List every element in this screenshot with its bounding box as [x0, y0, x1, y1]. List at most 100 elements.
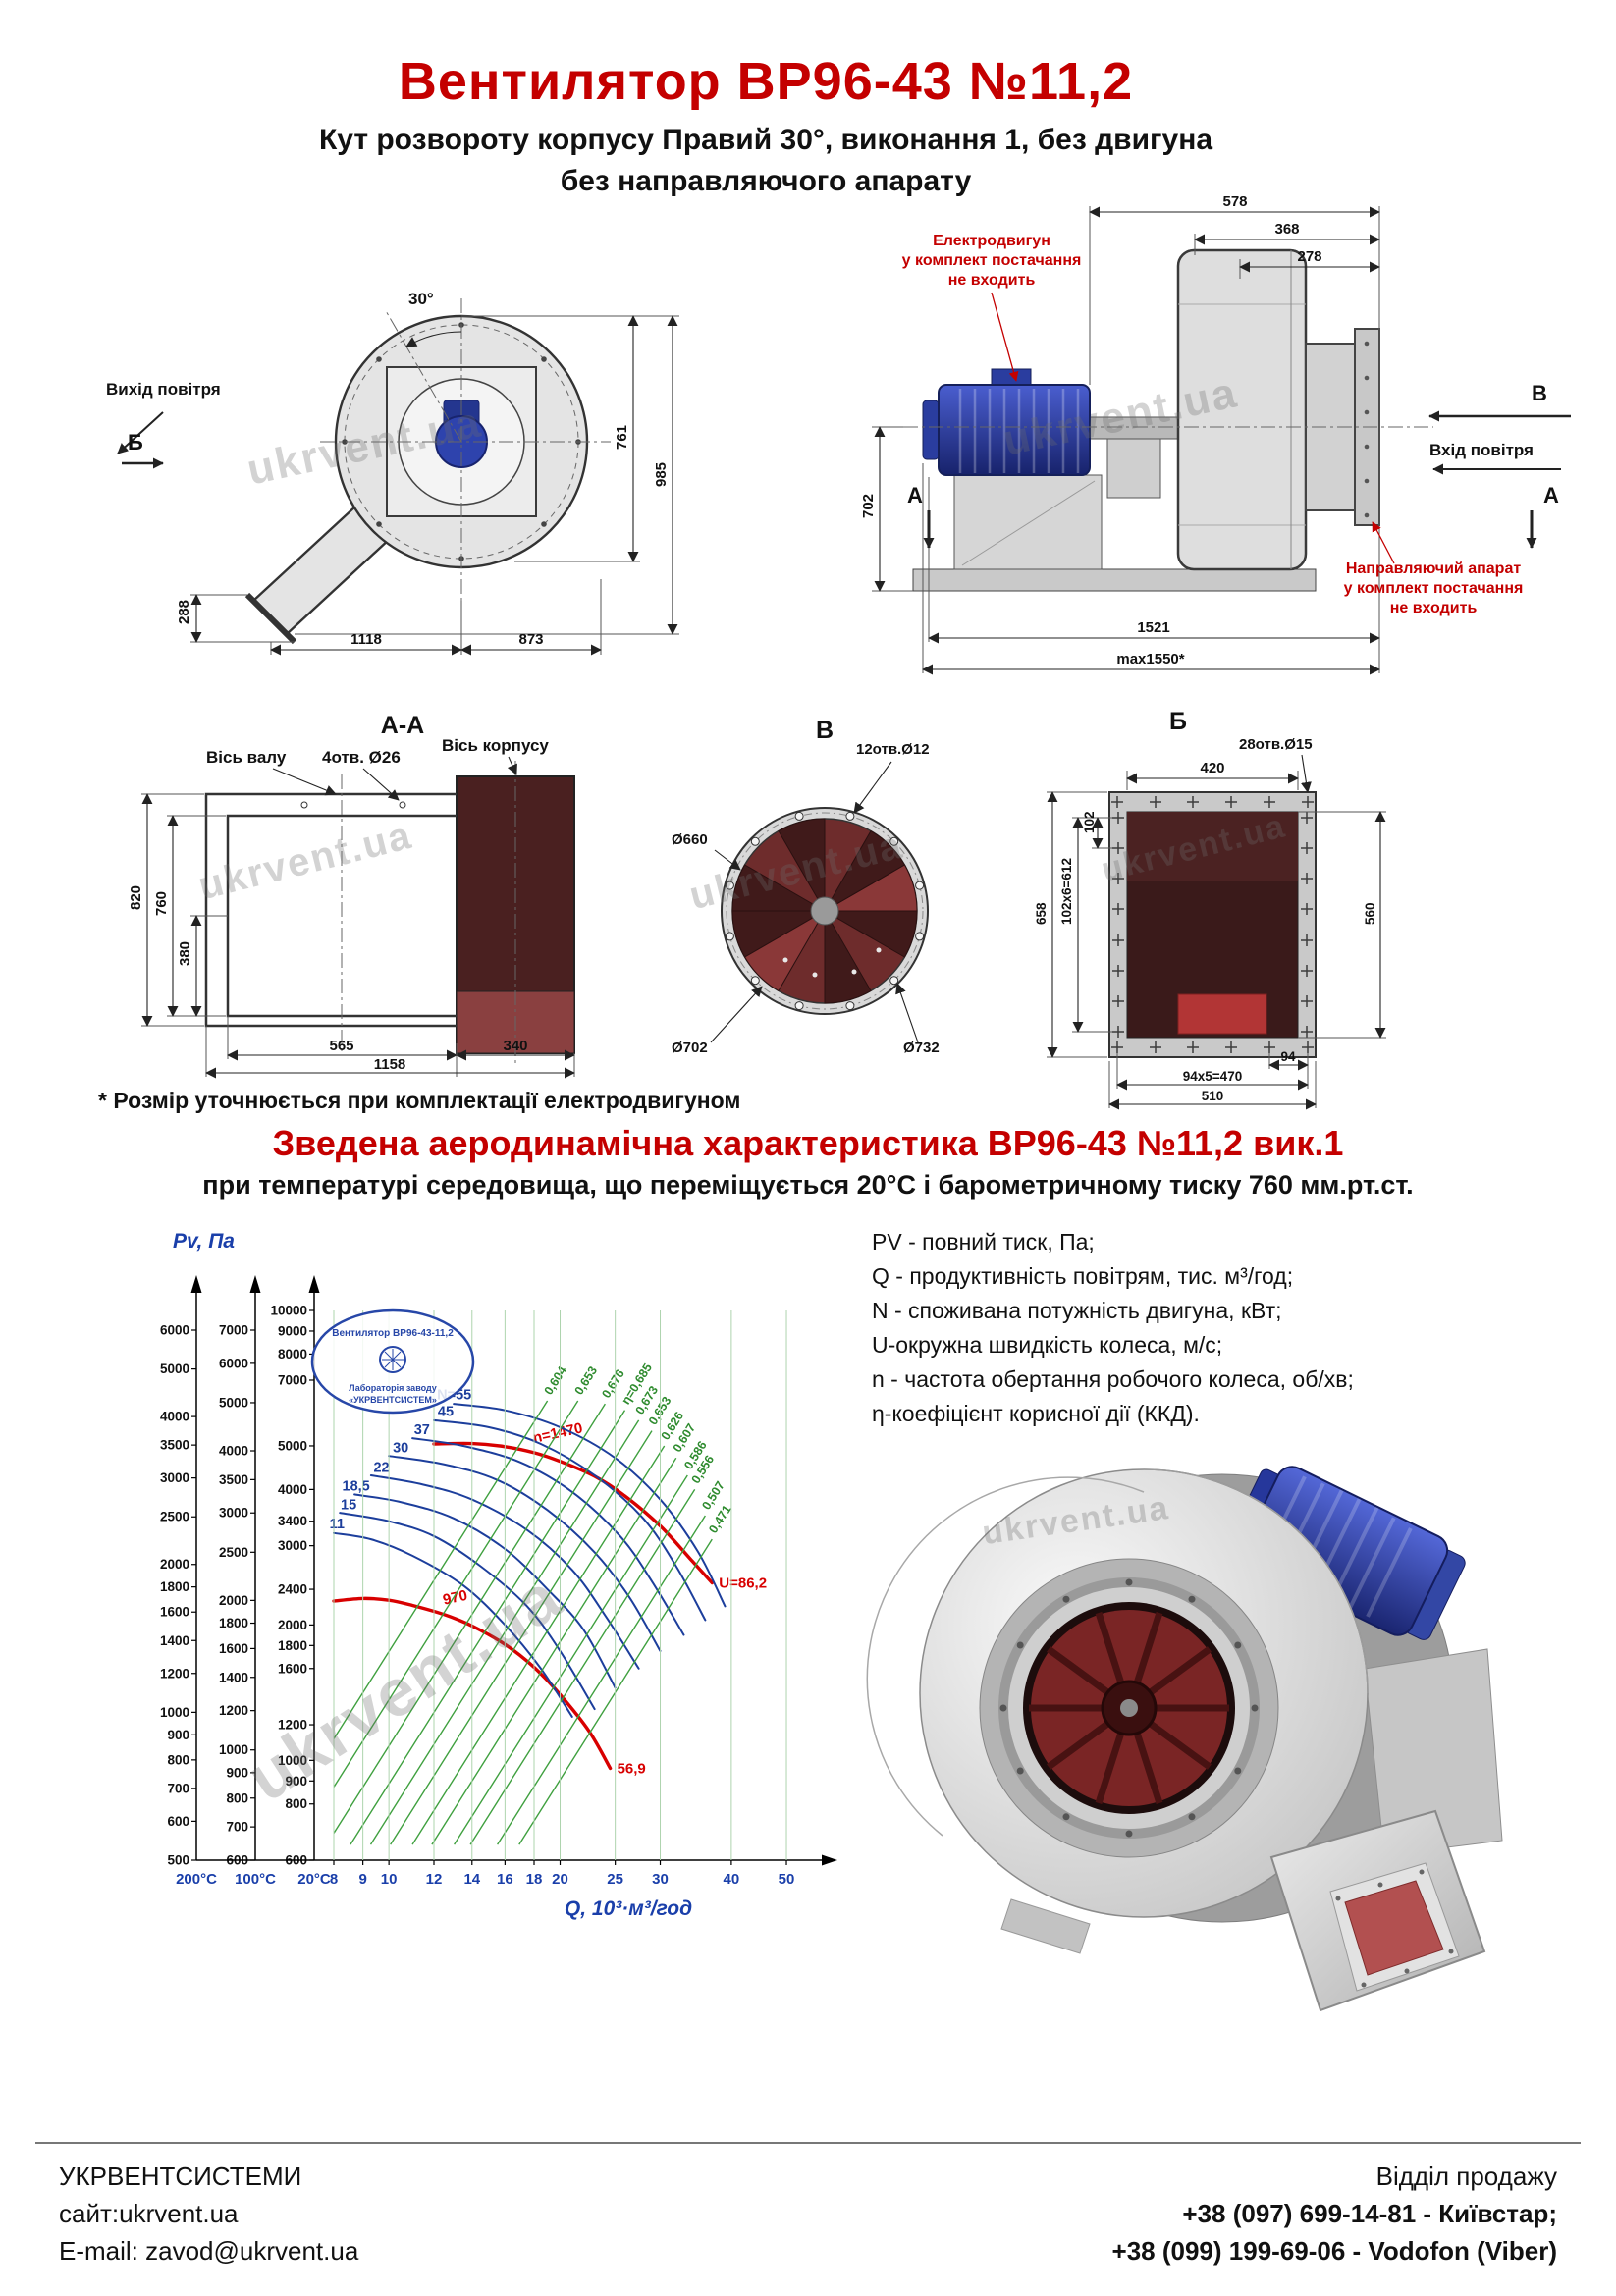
dim-612: 102х6=612 [1059, 858, 1074, 925]
y-tick-label: 6000 [219, 1356, 248, 1370]
x-tick-label: 20 [552, 1871, 568, 1888]
frame-section [204, 792, 457, 1028]
efficiency-line [454, 1474, 688, 1845]
dim-1521: 1521 [1137, 619, 1169, 636]
x-tick-label: 40 [724, 1871, 740, 1888]
dim-94: 94 [1280, 1049, 1296, 1064]
bolt-cross-marks [1111, 796, 1314, 1053]
power-curve-label: 30 [393, 1440, 408, 1456]
y-tick-label: 3000 [160, 1470, 189, 1485]
sales-label: Відділ продажу [1375, 2162, 1557, 2191]
dim-565: 565 [329, 1038, 353, 1054]
section-b-mark: Б [128, 430, 143, 454]
x-tick-label: 30 [652, 1871, 669, 1888]
dimensions: 820 760 380 565 340 1158 [128, 793, 575, 1079]
stamp-line-1: Вентилятор ВР96-43-11,2 [332, 1328, 454, 1339]
section-aa-title: А-А [381, 712, 424, 739]
y-tick-label: 1600 [278, 1661, 307, 1676]
bolt-circle [726, 812, 924, 1010]
y-tick-label: 500 [167, 1853, 189, 1868]
drawing-view-v: В [672, 717, 940, 1056]
y-tick-label: 1200 [278, 1718, 307, 1733]
angle-arc [405, 331, 462, 347]
dimensions: 578 368 278 702 1521 max1550* [860, 193, 1380, 675]
y-axis-temp-label: 200°С [176, 1871, 217, 1888]
section-geometry [204, 761, 575, 1065]
dim-340: 340 [503, 1038, 527, 1054]
y-tick-label: 900 [285, 1774, 307, 1789]
y-tick-label: 1800 [278, 1638, 307, 1653]
dia-702-label: Ø702 [672, 1040, 708, 1056]
dim-max1550: max1550* [1116, 651, 1184, 667]
dim-380: 380 [177, 941, 193, 966]
efficiency-label: 0,653 [572, 1364, 601, 1398]
power-curve-label: 22 [373, 1461, 389, 1476]
y-tick-label: 5000 [219, 1395, 248, 1410]
efficiency-line [350, 1410, 626, 1845]
shaft-axis-label: Вісь валу [206, 748, 287, 767]
dim-702: 702 [860, 494, 877, 518]
y-tick-label: 700 [226, 1820, 248, 1835]
dim-420: 420 [1200, 760, 1224, 776]
support-bracket [1364, 1648, 1503, 1856]
y-tick-label: 4000 [160, 1410, 189, 1424]
rivet-dots [782, 947, 882, 978]
x-tick-label: 16 [497, 1871, 513, 1888]
svg-text:у комплект постачання: у комплект постачання [902, 252, 1082, 269]
y-tick-label: 2000 [278, 1618, 307, 1632]
x-tick-label: 12 [426, 1871, 443, 1888]
dim-288: 288 [176, 600, 192, 624]
dim-278: 278 [1297, 248, 1321, 265]
y-tick-label: 1200 [160, 1666, 189, 1681]
holes-label: 12отв.Ø12 [856, 741, 930, 758]
y-tick-label: 1800 [219, 1616, 248, 1630]
power-curve [411, 1437, 685, 1636]
guide-vane-not-included-note: Направляючий апарат у комплект постачанн… [1344, 521, 1523, 616]
company-email: E-mail: zavod@ukrvent.ua [59, 2236, 359, 2266]
legend-line: Q - продуктивність повітрям, тис. м³/год… [872, 1263, 1294, 1289]
flange-geometry [1108, 791, 1317, 1058]
power-curve-label: 18,5 [343, 1478, 370, 1494]
y-tick-label: 4000 [278, 1482, 307, 1497]
y-axis-temp-label: 20°С [297, 1871, 331, 1888]
stamp-fan-blades [382, 1349, 404, 1370]
y-tick-label: 3000 [219, 1506, 248, 1521]
y-tick-label: 1200 [219, 1703, 248, 1718]
motor-endcap [922, 400, 940, 460]
cutoff-tongue [1177, 993, 1267, 1035]
dim-578: 578 [1222, 193, 1247, 210]
power-curve [433, 1418, 707, 1622]
footnote: * Розмір уточнюється при комплектації ел… [98, 1088, 741, 1113]
y-tick-label: 2500 [160, 1510, 189, 1524]
y-axis-temp-label: 100°С [235, 1871, 276, 1888]
y-tick-label: 3500 [160, 1438, 189, 1453]
efficiency-line [333, 1400, 549, 1739]
dim-470: 94х5=470 [1183, 1069, 1242, 1084]
motor-pedestal [953, 474, 1103, 570]
dim-1158: 1158 [374, 1056, 406, 1073]
efficiency-line [333, 1400, 579, 1788]
y-tick-label: 900 [167, 1728, 189, 1742]
speed-curve-end-label: 56,9 [618, 1760, 646, 1777]
efficiency-line [431, 1457, 677, 1845]
power-curve [333, 1531, 573, 1718]
holes-label: 28отв.Ø15 [1239, 736, 1313, 753]
aero-title: Зведена аеродинамічна характеристика ВР9… [272, 1123, 1344, 1163]
y-tick-label: 4000 [219, 1444, 248, 1459]
page-subtitle-2: без направляючого апарату [560, 165, 972, 197]
dimensions: 420 658 102х6=612 102 560 94 94х5=470 [1034, 760, 1386, 1110]
motor-not-included-note: Електродвигун у комплект постачання не в… [902, 233, 1082, 382]
flange-geometry [721, 807, 929, 1015]
lab-stamp: Вентилятор ВР96-43-11,2 Лабораторія заво… [310, 1308, 475, 1415]
y-tick-label: 8000 [278, 1347, 307, 1362]
dim-820: 820 [128, 885, 144, 910]
y-tick-label: 1600 [160, 1605, 189, 1620]
y-tick-label: 1600 [219, 1641, 248, 1656]
view-v-mark: В [1532, 381, 1547, 405]
electric-motor [938, 384, 1091, 476]
y-axis-arrow [308, 1275, 320, 1293]
drawing-side-view: 30° Вихід повітря Б 288 761 985 1118 873 [106, 290, 679, 656]
section-a-mark-left: А [907, 483, 923, 507]
y-tick-label: 800 [226, 1790, 248, 1805]
page-subtitle-1: Кут розвороту корпусу Правий 30°, викона… [318, 124, 1213, 156]
